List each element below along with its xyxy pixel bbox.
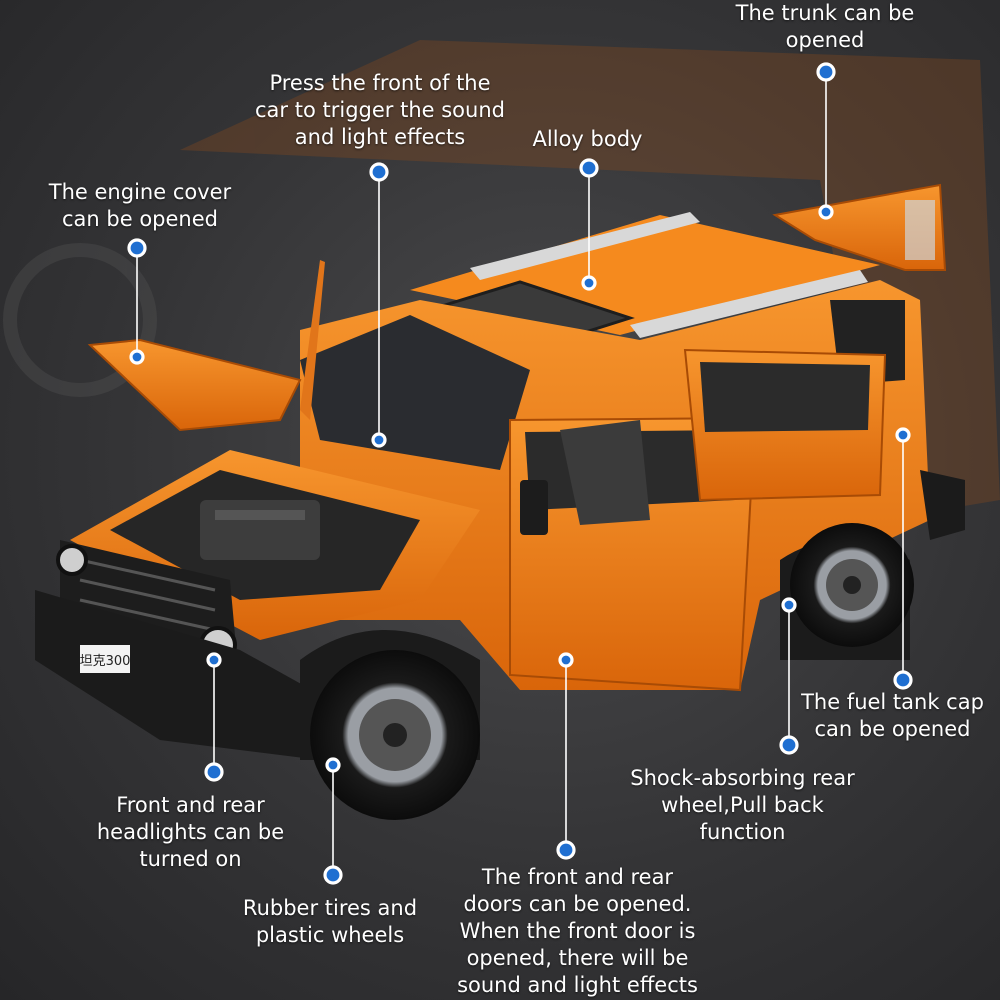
label-doors: The front and rear doors can be opened. … xyxy=(457,865,698,997)
license-plate xyxy=(80,645,130,673)
license-plate-text: 坦克300 xyxy=(80,654,131,669)
callouts xyxy=(136,72,904,875)
label-fuel-cap: The fuel tank cap can be opened xyxy=(801,690,984,741)
suv-model: 坦克300 xyxy=(35,183,965,820)
label-headlights: Front and rear headlights can be turned … xyxy=(96,793,285,871)
label-sound-light: Press the front of the car to trigger th… xyxy=(255,71,505,149)
label-engine-cover: The engine cover can be opened xyxy=(48,180,232,231)
label-alloy-body: Alloy body xyxy=(532,127,643,151)
label-tires: Rubber tires and plastic wheels xyxy=(242,896,418,947)
callout-dots xyxy=(127,62,913,885)
background-car-blur xyxy=(3,40,1000,520)
label-trunk: The trunk can be opened xyxy=(735,1,915,52)
label-shock-absorbing: Shock-absorbing rear wheel,Pull back fun… xyxy=(630,766,855,844)
